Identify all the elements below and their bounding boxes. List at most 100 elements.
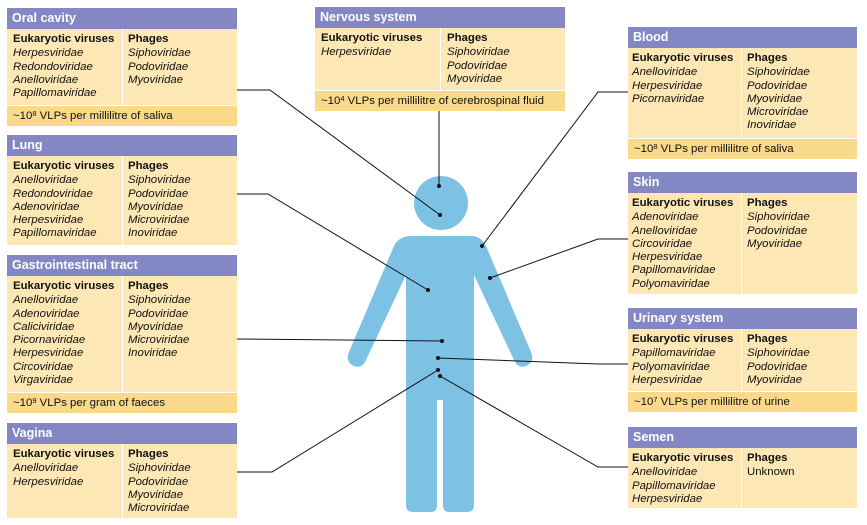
phage-family: Siphoviridae bbox=[447, 46, 510, 59]
virus-family: Anelloviridae bbox=[632, 224, 698, 237]
phage-family: Myoviridae bbox=[128, 488, 184, 501]
phage-header: Phages bbox=[447, 32, 488, 44]
urinary-eukaryotic-column: Eukaryotic viruses Papillomaviridae Poly… bbox=[632, 333, 733, 387]
phage-family: Siphoviridae bbox=[747, 347, 810, 360]
eukaryotic-header: Eukaryotic viruses bbox=[13, 280, 115, 292]
phage-family: Myoviridae bbox=[128, 73, 184, 86]
virus-family: Adenoviridae bbox=[632, 211, 699, 224]
human-silhouette bbox=[347, 176, 533, 512]
phage-family: Podoviridae bbox=[128, 475, 189, 488]
lung-connector bbox=[237, 193, 429, 291]
phage-family: Myoviridae bbox=[747, 373, 803, 386]
gi-phage-column: Phages Siphoviridae Podoviridae Myovirid… bbox=[128, 280, 191, 361]
phage-family: Microviridae bbox=[747, 106, 809, 119]
virus-family: Circoviridae bbox=[13, 360, 74, 373]
blood-body: Eukaryotic viruses Anelloviridae Herpesv… bbox=[628, 48, 857, 138]
virus-family: Polyomaviridae bbox=[632, 277, 710, 290]
phage-header: Phages bbox=[128, 448, 169, 460]
virus-family: Redondoviridae bbox=[13, 187, 93, 200]
panel-oral-cavity: Oral cavity Eukaryotic viruses Herpesvir… bbox=[7, 8, 237, 126]
vagina-body: Eukaryotic viruses Anelloviridae Herpesv… bbox=[7, 444, 237, 518]
nervous-body: Eukaryotic viruses Herpesviridae Phages … bbox=[315, 28, 565, 90]
column-divider bbox=[741, 193, 742, 294]
skin-eukaryotic-column: Eukaryotic viruses Adenoviridae Anellovi… bbox=[632, 197, 733, 291]
gi-connector bbox=[236, 338, 443, 342]
virus-family: Picornaviridae bbox=[632, 92, 705, 105]
virus-family: Herpesviridae bbox=[632, 79, 703, 92]
figure-head bbox=[414, 176, 468, 230]
oral-phage-column: Phages Siphoviridae Podoviridae Myovirid… bbox=[128, 33, 191, 87]
virus-family: Picornaviridae bbox=[13, 334, 86, 347]
semen-body: Eukaryotic viruses Anelloviridae Papillo… bbox=[628, 448, 857, 508]
panel-semen: Semen Eukaryotic viruses Anelloviridae P… bbox=[628, 427, 857, 508]
phage-header: Phages bbox=[128, 160, 169, 172]
connector-lines bbox=[236, 89, 628, 473]
phage-family: Siphoviridae bbox=[747, 66, 810, 79]
virus-family: Adenoviridae bbox=[13, 200, 80, 213]
semen-eukaryotic-column: Eukaryotic viruses Anelloviridae Papillo… bbox=[632, 452, 733, 506]
eukaryotic-header: Eukaryotic viruses bbox=[632, 197, 734, 209]
phage-header: Phages bbox=[128, 33, 169, 45]
skin-connector bbox=[489, 238, 628, 279]
oral-cavity-body: Eukaryotic viruses Herpesviridae Redondo… bbox=[7, 29, 237, 105]
phage-family: Podoviridae bbox=[128, 60, 189, 73]
phage-family: Siphoviridae bbox=[128, 294, 191, 307]
virus-family: Circoviridae bbox=[632, 237, 693, 250]
phage-family: Podoviridae bbox=[447, 59, 508, 72]
semen-connector bbox=[439, 375, 628, 468]
eukaryotic-header: Eukaryotic viruses bbox=[632, 452, 734, 464]
semen-title: Semen bbox=[628, 427, 857, 448]
phage-header: Phages bbox=[128, 280, 169, 292]
column-divider bbox=[440, 28, 441, 90]
virus-family: Anelloviridae bbox=[632, 66, 698, 79]
column-divider bbox=[122, 444, 123, 518]
virus-family: Anelloviridae bbox=[13, 73, 79, 86]
column-divider bbox=[741, 48, 742, 138]
blood-phage-column: Phages Siphoviridae Podoviridae Myovirid… bbox=[747, 52, 810, 133]
panel-nervous-system: Nervous system Eukaryotic viruses Herpes… bbox=[315, 7, 565, 111]
lung-phage-column: Phages Siphoviridae Podoviridae Myovirid… bbox=[128, 160, 191, 241]
phage-family: Siphoviridae bbox=[128, 462, 191, 475]
phage-family: Microviridae bbox=[128, 214, 190, 227]
virus-family: Herpesviridae bbox=[13, 47, 84, 60]
semen-phage-column: Phages Unknown bbox=[747, 452, 795, 480]
eukaryotic-header: Eukaryotic viruses bbox=[13, 160, 115, 172]
blood-eukaryotic-column: Eukaryotic viruses Anelloviridae Herpesv… bbox=[632, 52, 733, 106]
phage-family: Podoviridae bbox=[747, 79, 808, 92]
virus-family: Papillomaviridae bbox=[13, 87, 97, 100]
phage-family: Inoviridae bbox=[128, 347, 178, 360]
virus-family: Caliciviridae bbox=[13, 320, 75, 333]
urinary-phage-column: Phages Siphoviridae Podoviridae Myovirid… bbox=[747, 333, 810, 387]
virus-family: Papillomaviridae bbox=[632, 479, 716, 492]
phage-family: Myoviridae bbox=[128, 320, 184, 333]
phage-family: Siphoviridae bbox=[747, 211, 810, 224]
phage-header: Phages bbox=[747, 52, 788, 64]
phage-family: Unknown bbox=[747, 466, 795, 479]
vagina-phage-column: Phages Siphoviridae Podoviridae Myovirid… bbox=[128, 448, 191, 515]
phage-family: Podoviridae bbox=[128, 307, 189, 320]
virus-family: Herpesviridae bbox=[13, 475, 84, 488]
phage-family: Inoviridae bbox=[128, 227, 178, 240]
phage-header: Phages bbox=[747, 197, 788, 209]
eukaryotic-header: Eukaryotic viruses bbox=[321, 32, 423, 44]
phage-family: Siphoviridae bbox=[128, 47, 191, 60]
urinary-title: Urinary system bbox=[628, 308, 857, 329]
column-divider bbox=[122, 29, 123, 105]
virus-family: Anelloviridae bbox=[13, 294, 79, 307]
virus-family: Adenoviridae bbox=[13, 307, 80, 320]
eukaryotic-header: Eukaryotic viruses bbox=[13, 448, 115, 460]
blood-concentration: ~108 VLPs per millilitre of saliva bbox=[628, 138, 857, 159]
urinary-concentration: ~107 VLPs per millilitre of urine bbox=[628, 391, 857, 412]
connector-dots bbox=[426, 184, 492, 378]
eukaryotic-header: Eukaryotic viruses bbox=[632, 333, 734, 345]
phage-family: Microviridae bbox=[128, 502, 190, 515]
oral-connector bbox=[237, 89, 441, 216]
panel-skin: Skin Eukaryotic viruses Adenoviridae Ane… bbox=[628, 172, 857, 294]
virus-family: Redondoviridae bbox=[13, 60, 93, 73]
virus-family: Anelloviridae bbox=[13, 462, 79, 475]
skin-body: Eukaryotic viruses Adenoviridae Anellovi… bbox=[628, 193, 857, 294]
blood-connector bbox=[481, 91, 628, 247]
virus-family: Anelloviridae bbox=[632, 466, 698, 479]
gi-eukaryotic-column: Eukaryotic viruses Anelloviridae Adenovi… bbox=[13, 280, 114, 387]
